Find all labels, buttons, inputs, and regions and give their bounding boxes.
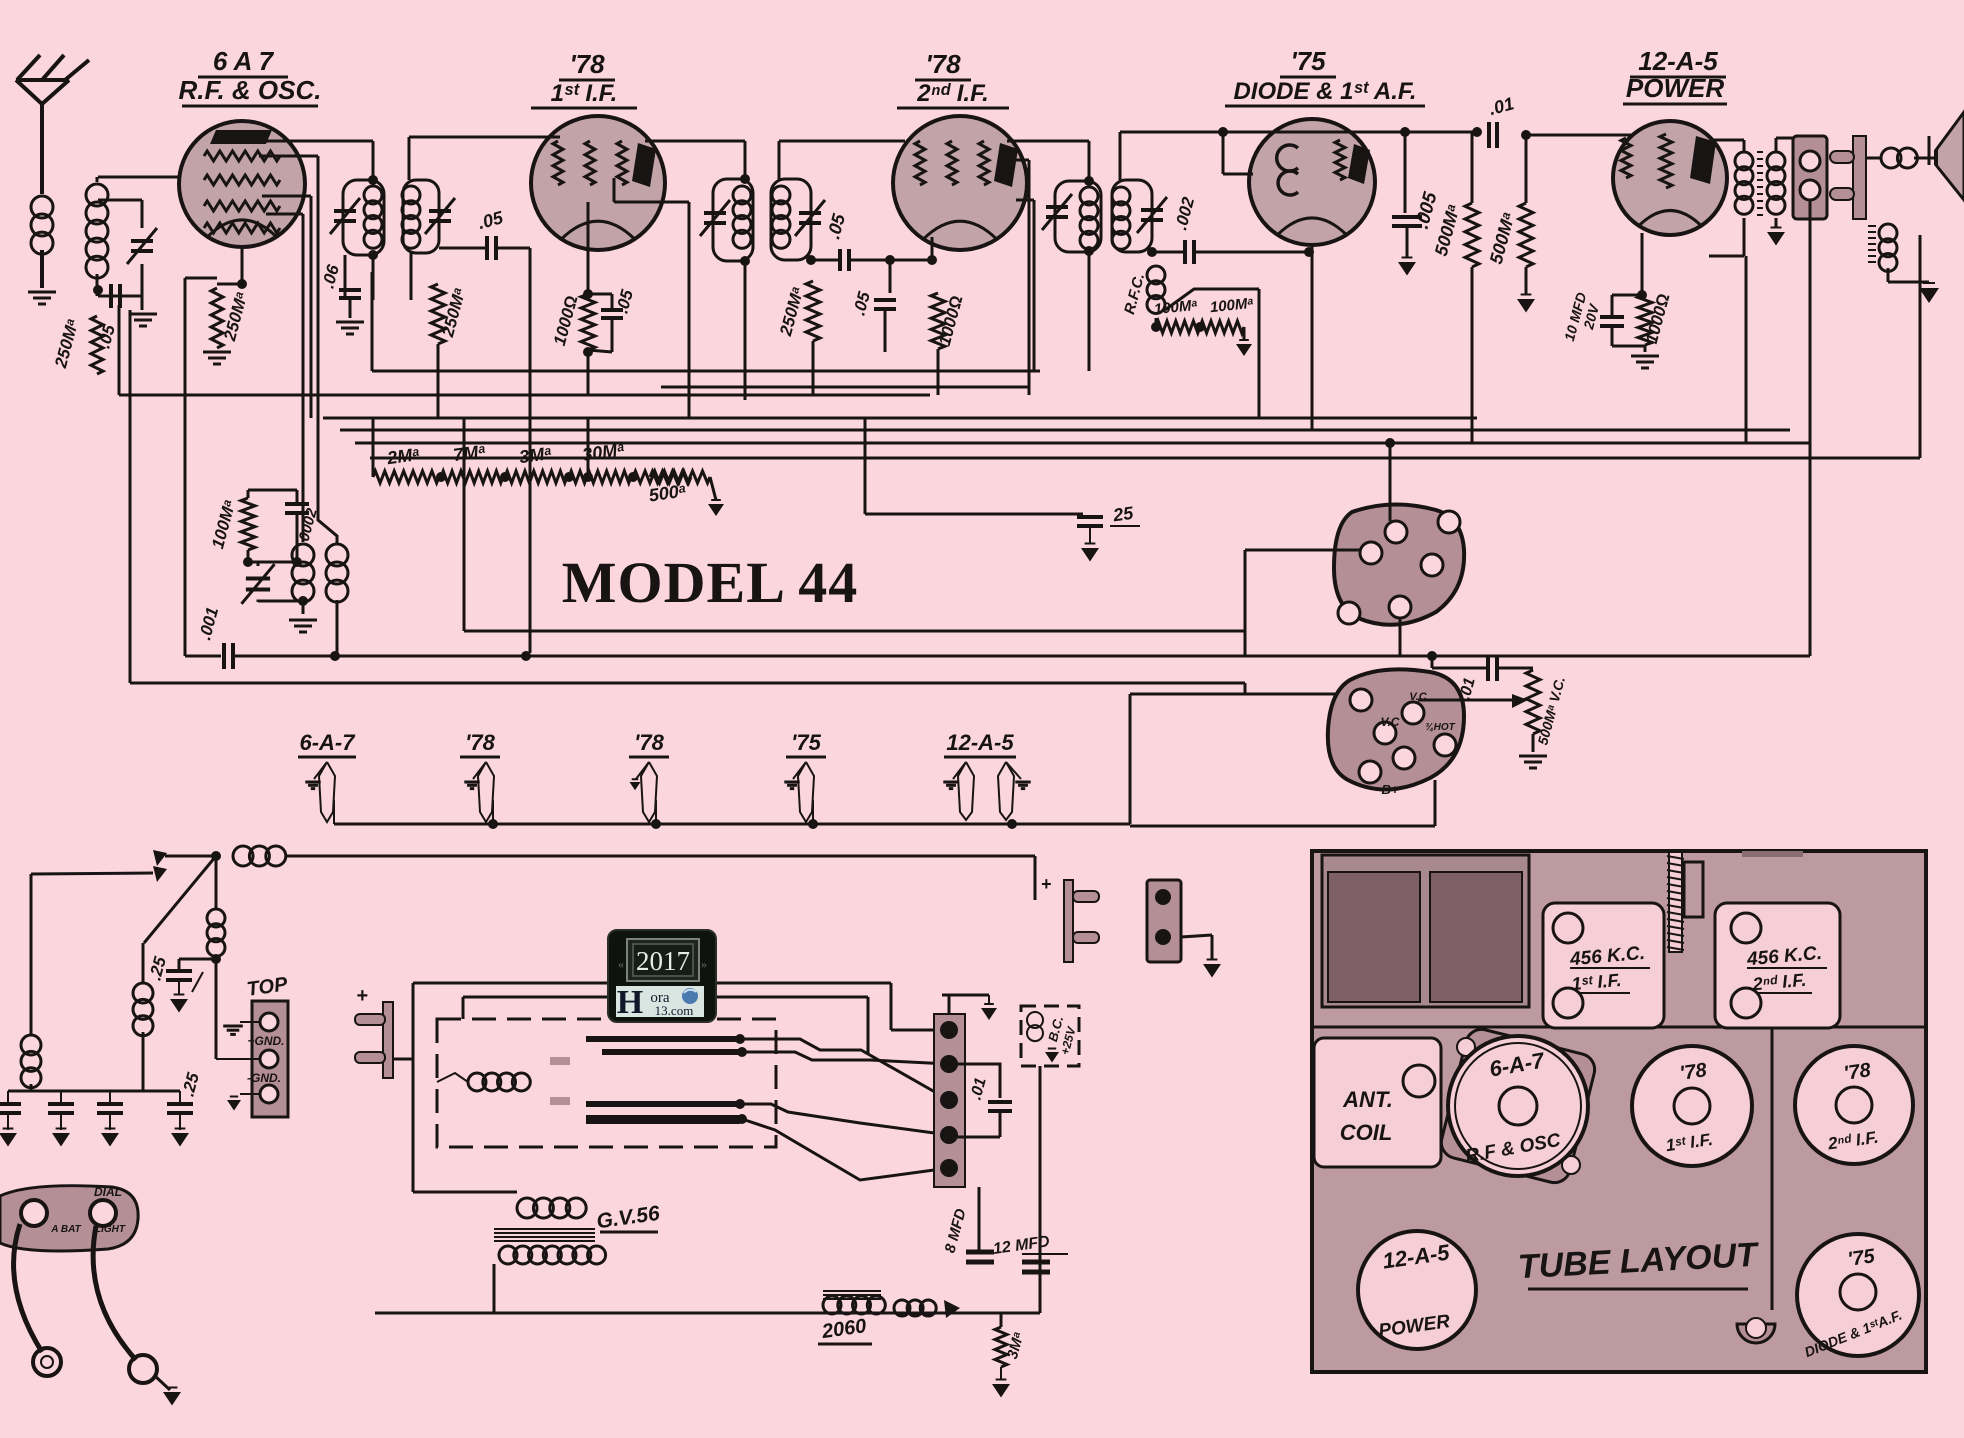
svg-text:+GND.: +GND. — [247, 1034, 284, 1048]
svg-text:'75: '75 — [791, 730, 821, 755]
svg-text:'75: '75 — [1290, 46, 1326, 76]
svg-text:B+: B+ — [1382, 782, 1399, 797]
svg-text:+: + — [356, 985, 368, 1007]
svg-text:6 A 7: 6 A 7 — [213, 46, 275, 76]
svg-text:'78: '78 — [569, 49, 605, 79]
svg-text:A BAT: A BAT — [50, 1224, 81, 1235]
svg-text:»: » — [701, 957, 707, 971]
svg-text:POWER: POWER — [1626, 73, 1724, 103]
svg-text:H: H — [617, 984, 643, 1021]
svg-text:2ⁿᵈ I.F.: 2ⁿᵈ I.F. — [1751, 970, 1807, 995]
svg-text:.01: .01 — [968, 1076, 990, 1102]
svg-text:6-A-7: 6-A-7 — [299, 730, 356, 755]
svg-text:12-A-5: 12-A-5 — [1638, 46, 1718, 76]
svg-text:1ˢᵗ I.F.: 1ˢᵗ I.F. — [551, 80, 618, 107]
svg-text:V.C: V.C — [1381, 715, 1400, 729]
svg-text:DIAL: DIAL — [94, 1185, 122, 1199]
svg-text:COIL: COIL — [1340, 1120, 1393, 1145]
svg-text:R.F. & OSC.: R.F. & OSC. — [178, 75, 321, 105]
svg-text:+: + — [1041, 874, 1052, 894]
svg-text:13.com: 13.com — [655, 1003, 694, 1018]
svg-text:ora: ora — [650, 990, 669, 1006]
svg-text:MODEL 44: MODEL 44 — [562, 550, 858, 615]
svg-text:20V: 20V — [1580, 301, 1603, 332]
svg-text:2017: 2017 — [636, 946, 690, 976]
svg-text:'75: '75 — [1846, 1245, 1877, 1271]
svg-text:'78: '78 — [465, 730, 495, 755]
svg-text:12-A-5: 12-A-5 — [946, 730, 1014, 755]
svg-text:-GND.: -GND. — [247, 1071, 281, 1085]
svg-text:1ˢᵗ I.F.: 1ˢᵗ I.F. — [1571, 970, 1623, 994]
svg-text:¾HOT: ¾HOT — [1425, 722, 1455, 733]
svg-text:'78: '78 — [1842, 1059, 1873, 1085]
svg-text:'78: '78 — [634, 730, 664, 755]
svg-text:100Mᵃ: 100Mᵃ — [1153, 297, 1198, 318]
svg-text:B.C.: B.C. — [1045, 1014, 1066, 1043]
svg-text:2ⁿᵈ I.F.: 2ⁿᵈ I.F. — [916, 80, 988, 107]
svg-text:3Mᵃ: 3Mᵃ — [518, 443, 552, 467]
svg-text:7Mᵃ: 7Mᵃ — [452, 441, 486, 465]
svg-text:'78: '78 — [925, 49, 961, 79]
svg-text:2Mᵃ: 2Mᵃ — [385, 444, 420, 468]
svg-text:LIGHT: LIGHT — [95, 1224, 126, 1235]
svg-text:«: « — [618, 957, 624, 971]
svg-text:25: 25 — [1111, 503, 1136, 526]
svg-text:ANT.: ANT. — [1342, 1087, 1393, 1112]
svg-text:DIODE & 1ˢᵗ A.F.: DIODE & 1ˢᵗ A.F. — [1233, 78, 1416, 105]
svg-text:3Mᵃ: 3Mᵃ — [1004, 1331, 1027, 1361]
svg-text:.01: .01 — [1457, 676, 1479, 702]
svg-text:'78: '78 — [1678, 1059, 1709, 1085]
svg-text:100Mᵃ: 100Mᵃ — [1209, 295, 1254, 316]
